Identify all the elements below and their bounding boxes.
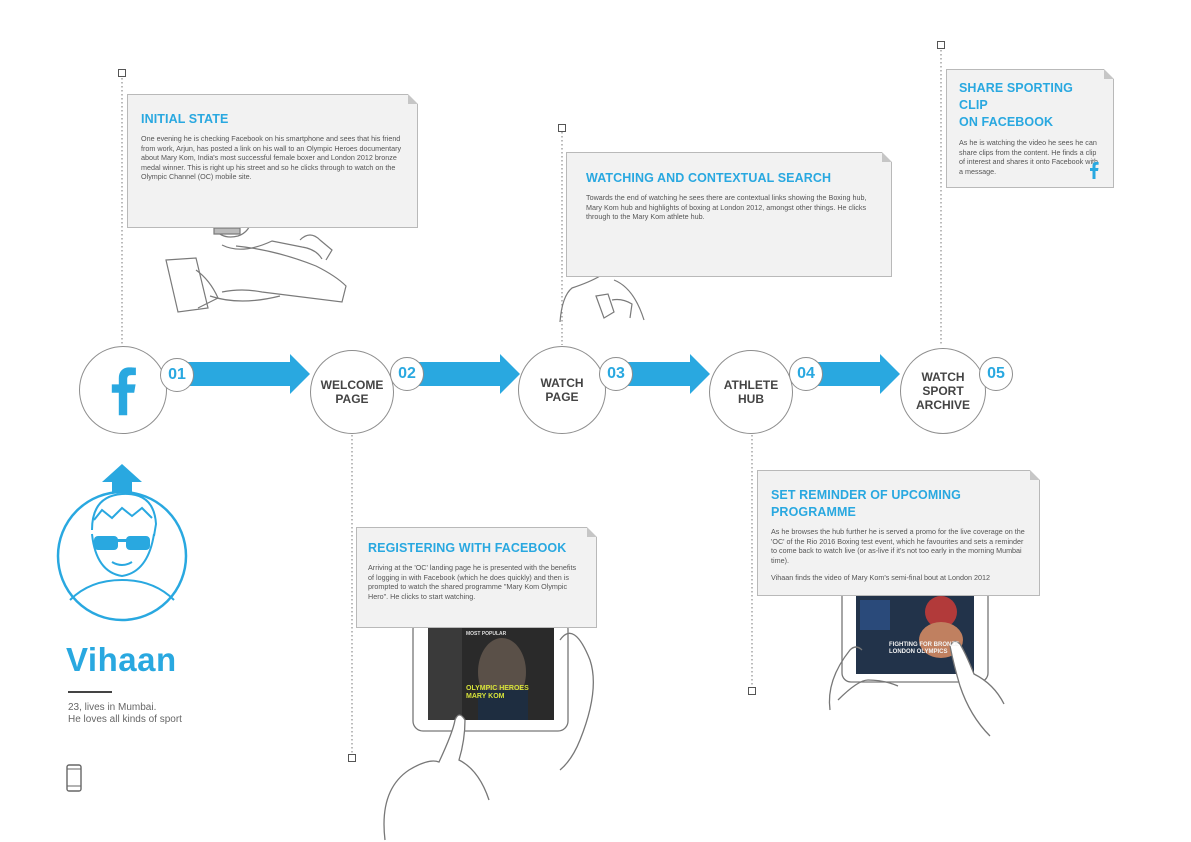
connector-end-square <box>118 69 126 77</box>
card-body: One evening he is checking Facebook on h… <box>141 134 402 182</box>
facebook-icon <box>1090 161 1099 179</box>
card-body: Arriving at the 'OC' landing page he is … <box>368 563 577 601</box>
card-title: SET REMINDER OF UPCOMING PROGRAMME <box>771 488 961 519</box>
connector-end-square <box>558 124 566 132</box>
card-watching: WATCHING AND CONTEXTUAL SEARCH Towards t… <box>566 152 892 277</box>
card-body: Towards the end of watching he sees ther… <box>586 193 867 222</box>
persona-up-arrow <box>102 464 142 496</box>
facebook-icon <box>111 367 136 416</box>
avatar-illustration <box>56 490 188 622</box>
tablet-left-illustration <box>383 618 594 841</box>
card-title: INITIAL STATE <box>141 112 229 126</box>
step-number-badge: 03 <box>599 357 633 391</box>
card-set-reminder: SET REMINDER OF UPCOMING PROGRAMME As he… <box>757 470 1040 596</box>
arrow-02 <box>408 354 520 394</box>
card-registering: REGISTERING WITH FACEBOOK Arriving at th… <box>356 527 597 628</box>
step-number-badge: 02 <box>390 357 424 391</box>
tablet-right-illustration <box>828 581 1005 737</box>
smartphone-icon <box>66 764 82 792</box>
tablet-left-header: MOST POPULAR <box>466 631 507 637</box>
connector-end-square <box>748 687 756 695</box>
persona-description: 23, lives in Mumbai.He loves all kinds o… <box>68 702 182 725</box>
step-facebook-circle[interactable] <box>79 346 167 434</box>
step-number-badge: 01 <box>160 358 194 392</box>
card-body-secondary: Vihaan finds the video of Mary Kom's sem… <box>771 573 990 583</box>
card-title: WATCHING AND CONTEXTUAL SEARCH <box>586 171 832 185</box>
persona-divider <box>68 691 112 693</box>
arrow-04 <box>818 354 900 394</box>
step-number-badge: 04 <box>789 357 823 391</box>
flow-arrows <box>180 354 900 394</box>
arrow-03 <box>628 354 710 394</box>
card-body: As he is watching the video he sees he c… <box>959 138 1099 176</box>
arrow-01 <box>180 354 310 394</box>
card-body: As he browses the hub further he is serv… <box>771 527 1025 565</box>
card-initial-state: INITIAL STATE One evening he is checking… <box>127 94 418 228</box>
connector-end-square <box>937 41 945 49</box>
persona-name: Vihaan <box>66 641 177 678</box>
card-title: REGISTERING WITH FACEBOOK <box>368 541 567 555</box>
connector-end-square <box>348 754 356 762</box>
step-number-badge: 05 <box>979 357 1013 391</box>
